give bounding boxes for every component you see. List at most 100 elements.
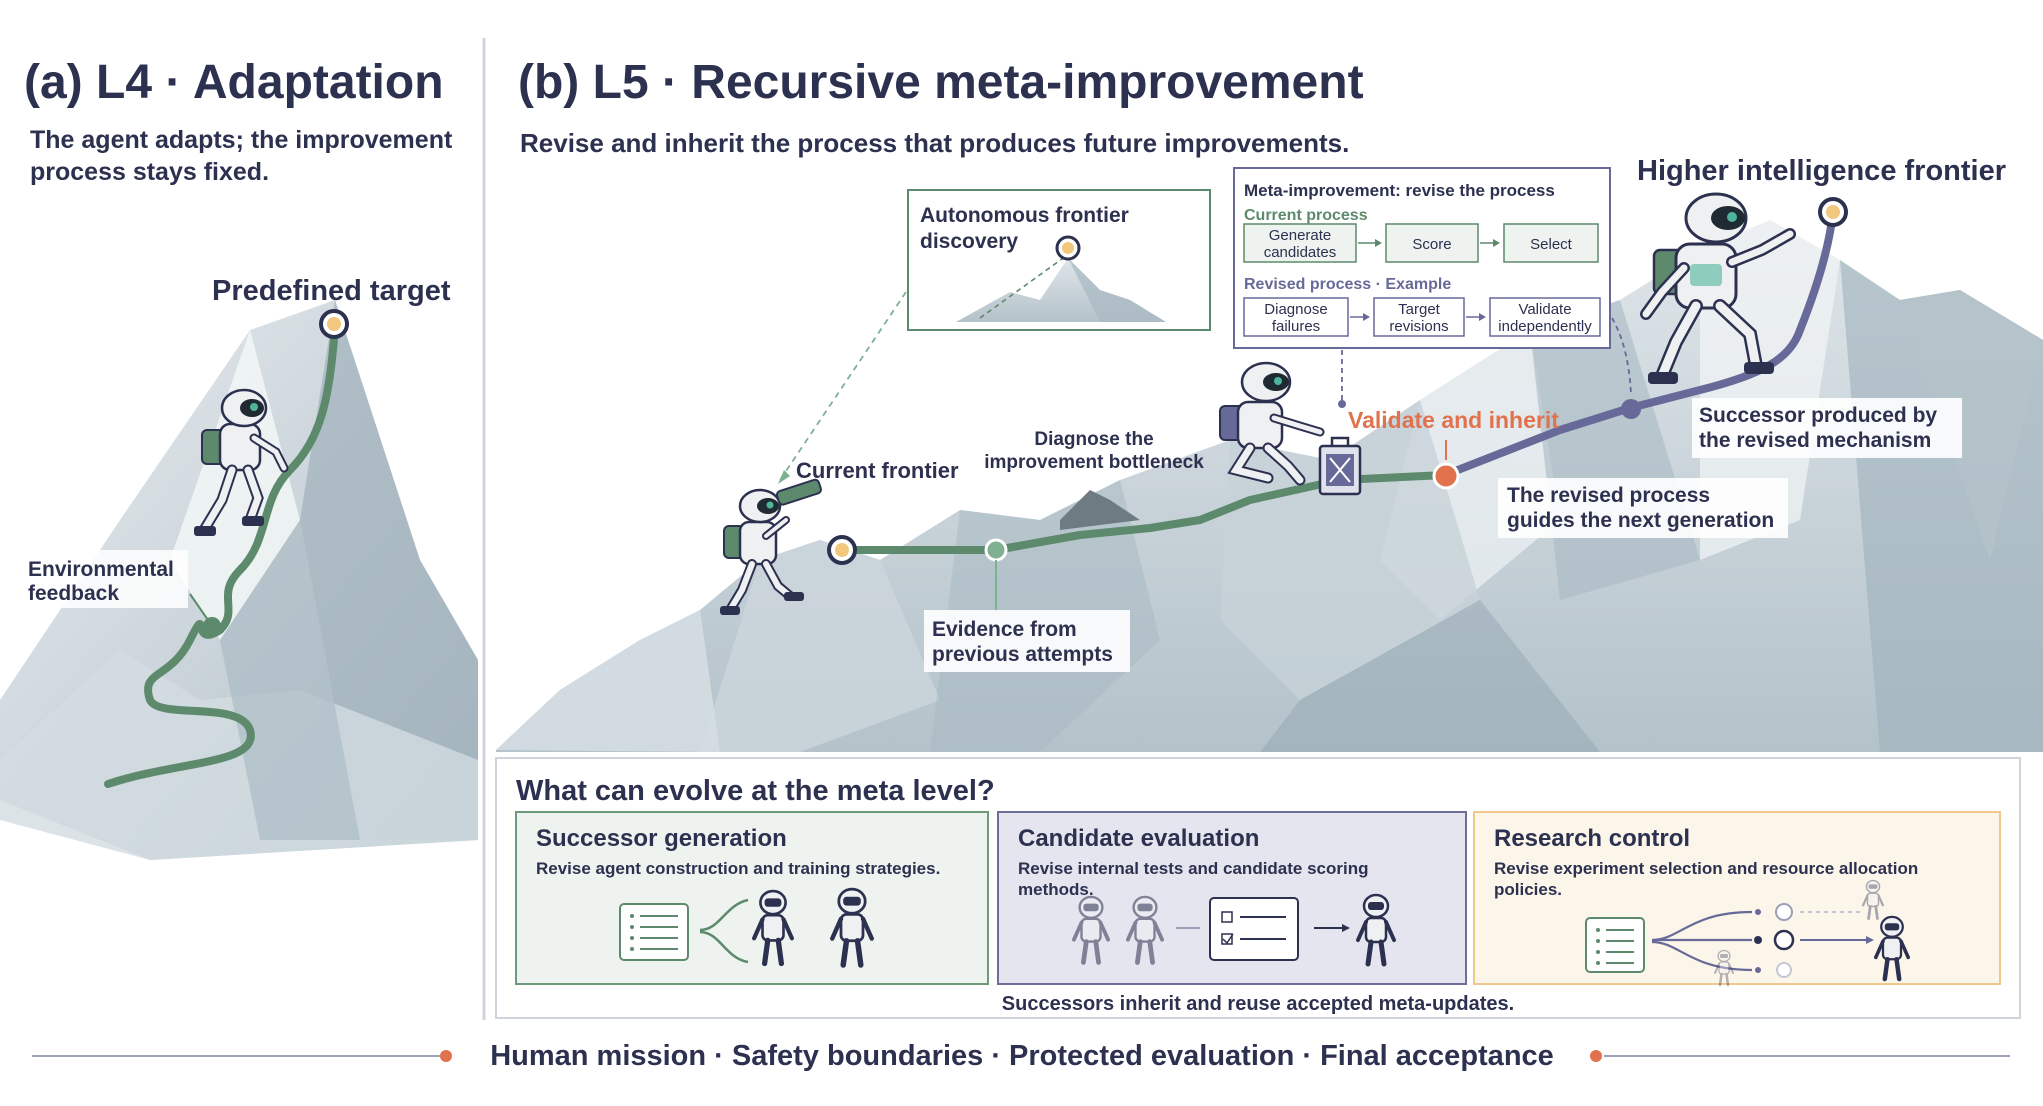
revised-process-label: Revised process · Example — [1244, 276, 1451, 293]
current-frontier-gold — [835, 543, 849, 557]
higher-frontier-label: Higher intelligence frontier — [1637, 155, 2006, 187]
meta-card-desc: policies. — [1494, 880, 1562, 899]
validate-label: Validate and inherit — [1348, 407, 1559, 433]
frontier-discovery-label-2: discovery — [920, 230, 1018, 253]
meta-card-title: Successor generation — [536, 825, 787, 852]
meta-card-desc: methods. — [1018, 880, 1094, 899]
predefined-target-label: Predefined target — [212, 275, 451, 307]
option-circle — [1776, 962, 1792, 978]
feedback-leader — [189, 593, 209, 621]
mini-robot-icon — [1126, 895, 1165, 965]
banner-dot-right — [1590, 1050, 1602, 1062]
revised-steps-text: Diagnose — [1264, 301, 1327, 318]
discovery-dashed-link — [779, 291, 907, 481]
diagnose-label-2: improvement bottleneck — [984, 452, 1204, 473]
panel-b-title: (b) L5 · Recursive meta-improvement — [518, 56, 1364, 109]
revised-steps-text: failures — [1272, 318, 1320, 335]
diagnose-label-1: Diagnose the — [1034, 429, 1153, 450]
option-circle — [1775, 903, 1793, 921]
mini-robot-icon — [1356, 893, 1396, 967]
successor-label-1: Successor produced by — [1699, 404, 1937, 427]
panel-b: (b) L5 · Recursive meta-improvement Revi… — [496, 56, 2043, 752]
frontier-discovery-label-1: Autonomous frontier — [920, 204, 1129, 227]
step-arrow-head — [1493, 239, 1500, 247]
revised-steps-text: revisions — [1389, 318, 1448, 335]
document-icon — [619, 903, 689, 961]
revised-steps-text: Target — [1398, 301, 1441, 318]
panel-b-subtitle: Revise and inherit the process that prod… — [520, 128, 1349, 158]
feedback-marker — [203, 617, 221, 635]
meta-card-1 — [515, 811, 989, 985]
allocation-branches-icon — [1651, 910, 1753, 972]
meta-card-title: Candidate evaluation — [1018, 825, 1259, 852]
revised-steps-text: independently — [1498, 318, 1592, 335]
panel-a: (a) L4 · Adaptation The agent adapts; th… — [0, 56, 478, 860]
meta-card-3 — [1473, 811, 2001, 985]
option-circle-selected — [1773, 929, 1795, 951]
current-process-label: Current process — [1244, 207, 1368, 224]
branch-arrows-icon — [699, 898, 749, 964]
meta-card-desc: Revise agent construction and training s… — [536, 859, 940, 878]
robot-telescope — [720, 478, 822, 615]
mini-robot-icon — [1874, 915, 1911, 982]
revised-steps-text: Validate — [1518, 301, 1571, 318]
successor-marker — [1621, 399, 1641, 419]
mini-robot-icon — [1714, 949, 1734, 987]
mini-robot-icon — [1862, 879, 1885, 920]
current-frontier-label: Current frontier — [796, 458, 959, 483]
robot-successor — [1640, 192, 1796, 384]
meta-card-title: Research control — [1494, 825, 1690, 852]
robot-climber-a — [194, 388, 289, 536]
current-steps-box — [1503, 223, 1599, 263]
revised-steps-box — [1489, 297, 1601, 337]
banner-dot-left — [440, 1050, 452, 1062]
current-steps-box — [1243, 223, 1357, 263]
step-arrow-head — [1479, 313, 1486, 321]
frontier-discovery-box: Autonomous frontier discovery — [907, 189, 1211, 331]
step-arrow-head — [1363, 313, 1370, 321]
validate-marker — [1432, 462, 1460, 490]
meta-card-desc: Revise experiment selection and resource… — [1494, 859, 1918, 878]
meta-level-title: What can evolve at the meta level? — [516, 775, 995, 807]
meta-box-title: Meta-improvement: revise the process — [1244, 181, 1555, 200]
mini-robot-icon — [830, 887, 875, 968]
current-steps-text: Score — [1412, 236, 1451, 253]
feedback-label-1: Environmental — [28, 558, 174, 581]
meta-level-panel: What can evolve at the meta level? Succe… — [495, 757, 2021, 1019]
checklist-icon — [1209, 897, 1299, 961]
meta-card-desc: Revise internal tests and candidate scor… — [1018, 859, 1369, 878]
revised-guides-box — [1498, 478, 1788, 538]
evidence-label-2: previous attempts — [932, 643, 1113, 666]
successor-box — [1692, 398, 1962, 458]
current-steps-text: Generate — [1269, 227, 1332, 244]
bottom-banner: Human mission · Safety boundaries · Prot… — [32, 1040, 2010, 1072]
revised-steps-box — [1243, 297, 1349, 337]
current-steps-text: Select — [1530, 236, 1573, 253]
bottom-banner-text: Human mission · Safety boundaries · Prot… — [490, 1040, 1554, 1072]
robot-kneeling — [1219, 361, 1362, 496]
step-arrow-head — [1375, 239, 1382, 247]
panel-a-subtitle-2: process stays fixed. — [30, 158, 269, 186]
document-icon — [1585, 917, 1645, 973]
target-gold-dot — [327, 317, 341, 331]
meta-dashed-link-successor — [1611, 317, 1632, 396]
mini-robot-icon — [1072, 895, 1111, 965]
current-steps-box — [1385, 223, 1479, 263]
revised-steps-box — [1373, 297, 1465, 337]
panel-a-subtitle-1: The agent adapts; the improvement — [30, 126, 453, 154]
meta-level-footer: Successors inherit and reuse accepted me… — [1002, 993, 1514, 1015]
revised-guides-label-2: guides the next generation — [1507, 509, 1774, 532]
panel-a-climb-path — [104, 321, 339, 788]
successor-label-2: the revised mechanism — [1699, 429, 1931, 452]
revised-guides-label-1: The revised process — [1507, 484, 1710, 507]
feedback-box — [20, 550, 188, 608]
meta-improvement-box: Meta-improvement: revise the process Cur… — [1233, 167, 1611, 349]
panel-a-title: (a) L4 · Adaptation — [24, 56, 444, 109]
higher-frontier-gold — [1826, 205, 1840, 219]
mini-robot-icon — [752, 889, 794, 967]
evidence-marker — [984, 538, 1008, 562]
